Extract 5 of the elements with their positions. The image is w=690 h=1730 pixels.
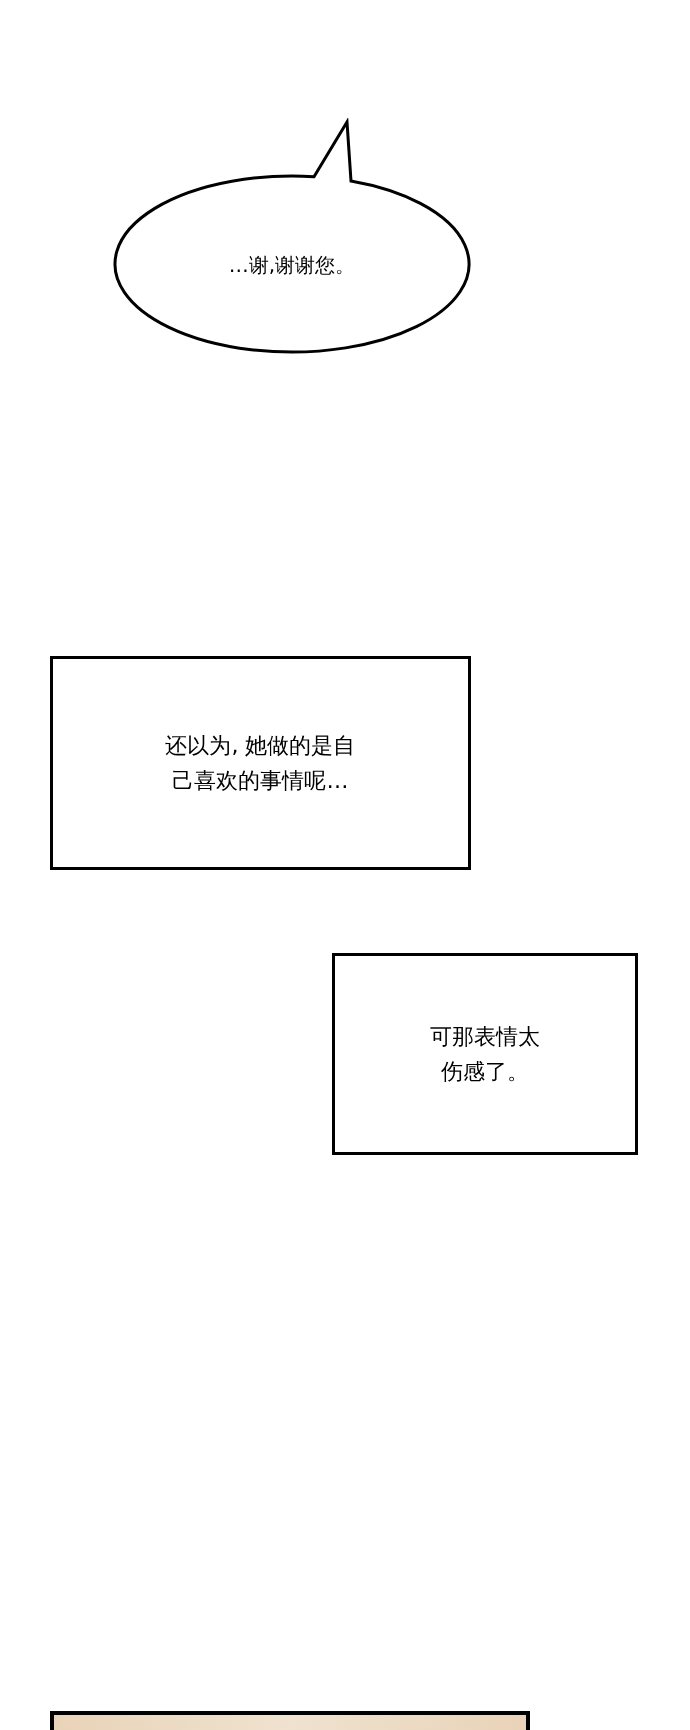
caption-text: 还以为, 她做的是自己喜欢的事情呢…	[164, 731, 357, 795]
caption-box	[332, 953, 638, 1155]
caption-text: 可那表情太伤感了。	[430, 1022, 540, 1086]
caption-box	[50, 656, 471, 870]
speech-text: …谢,谢谢您。	[227, 252, 357, 279]
